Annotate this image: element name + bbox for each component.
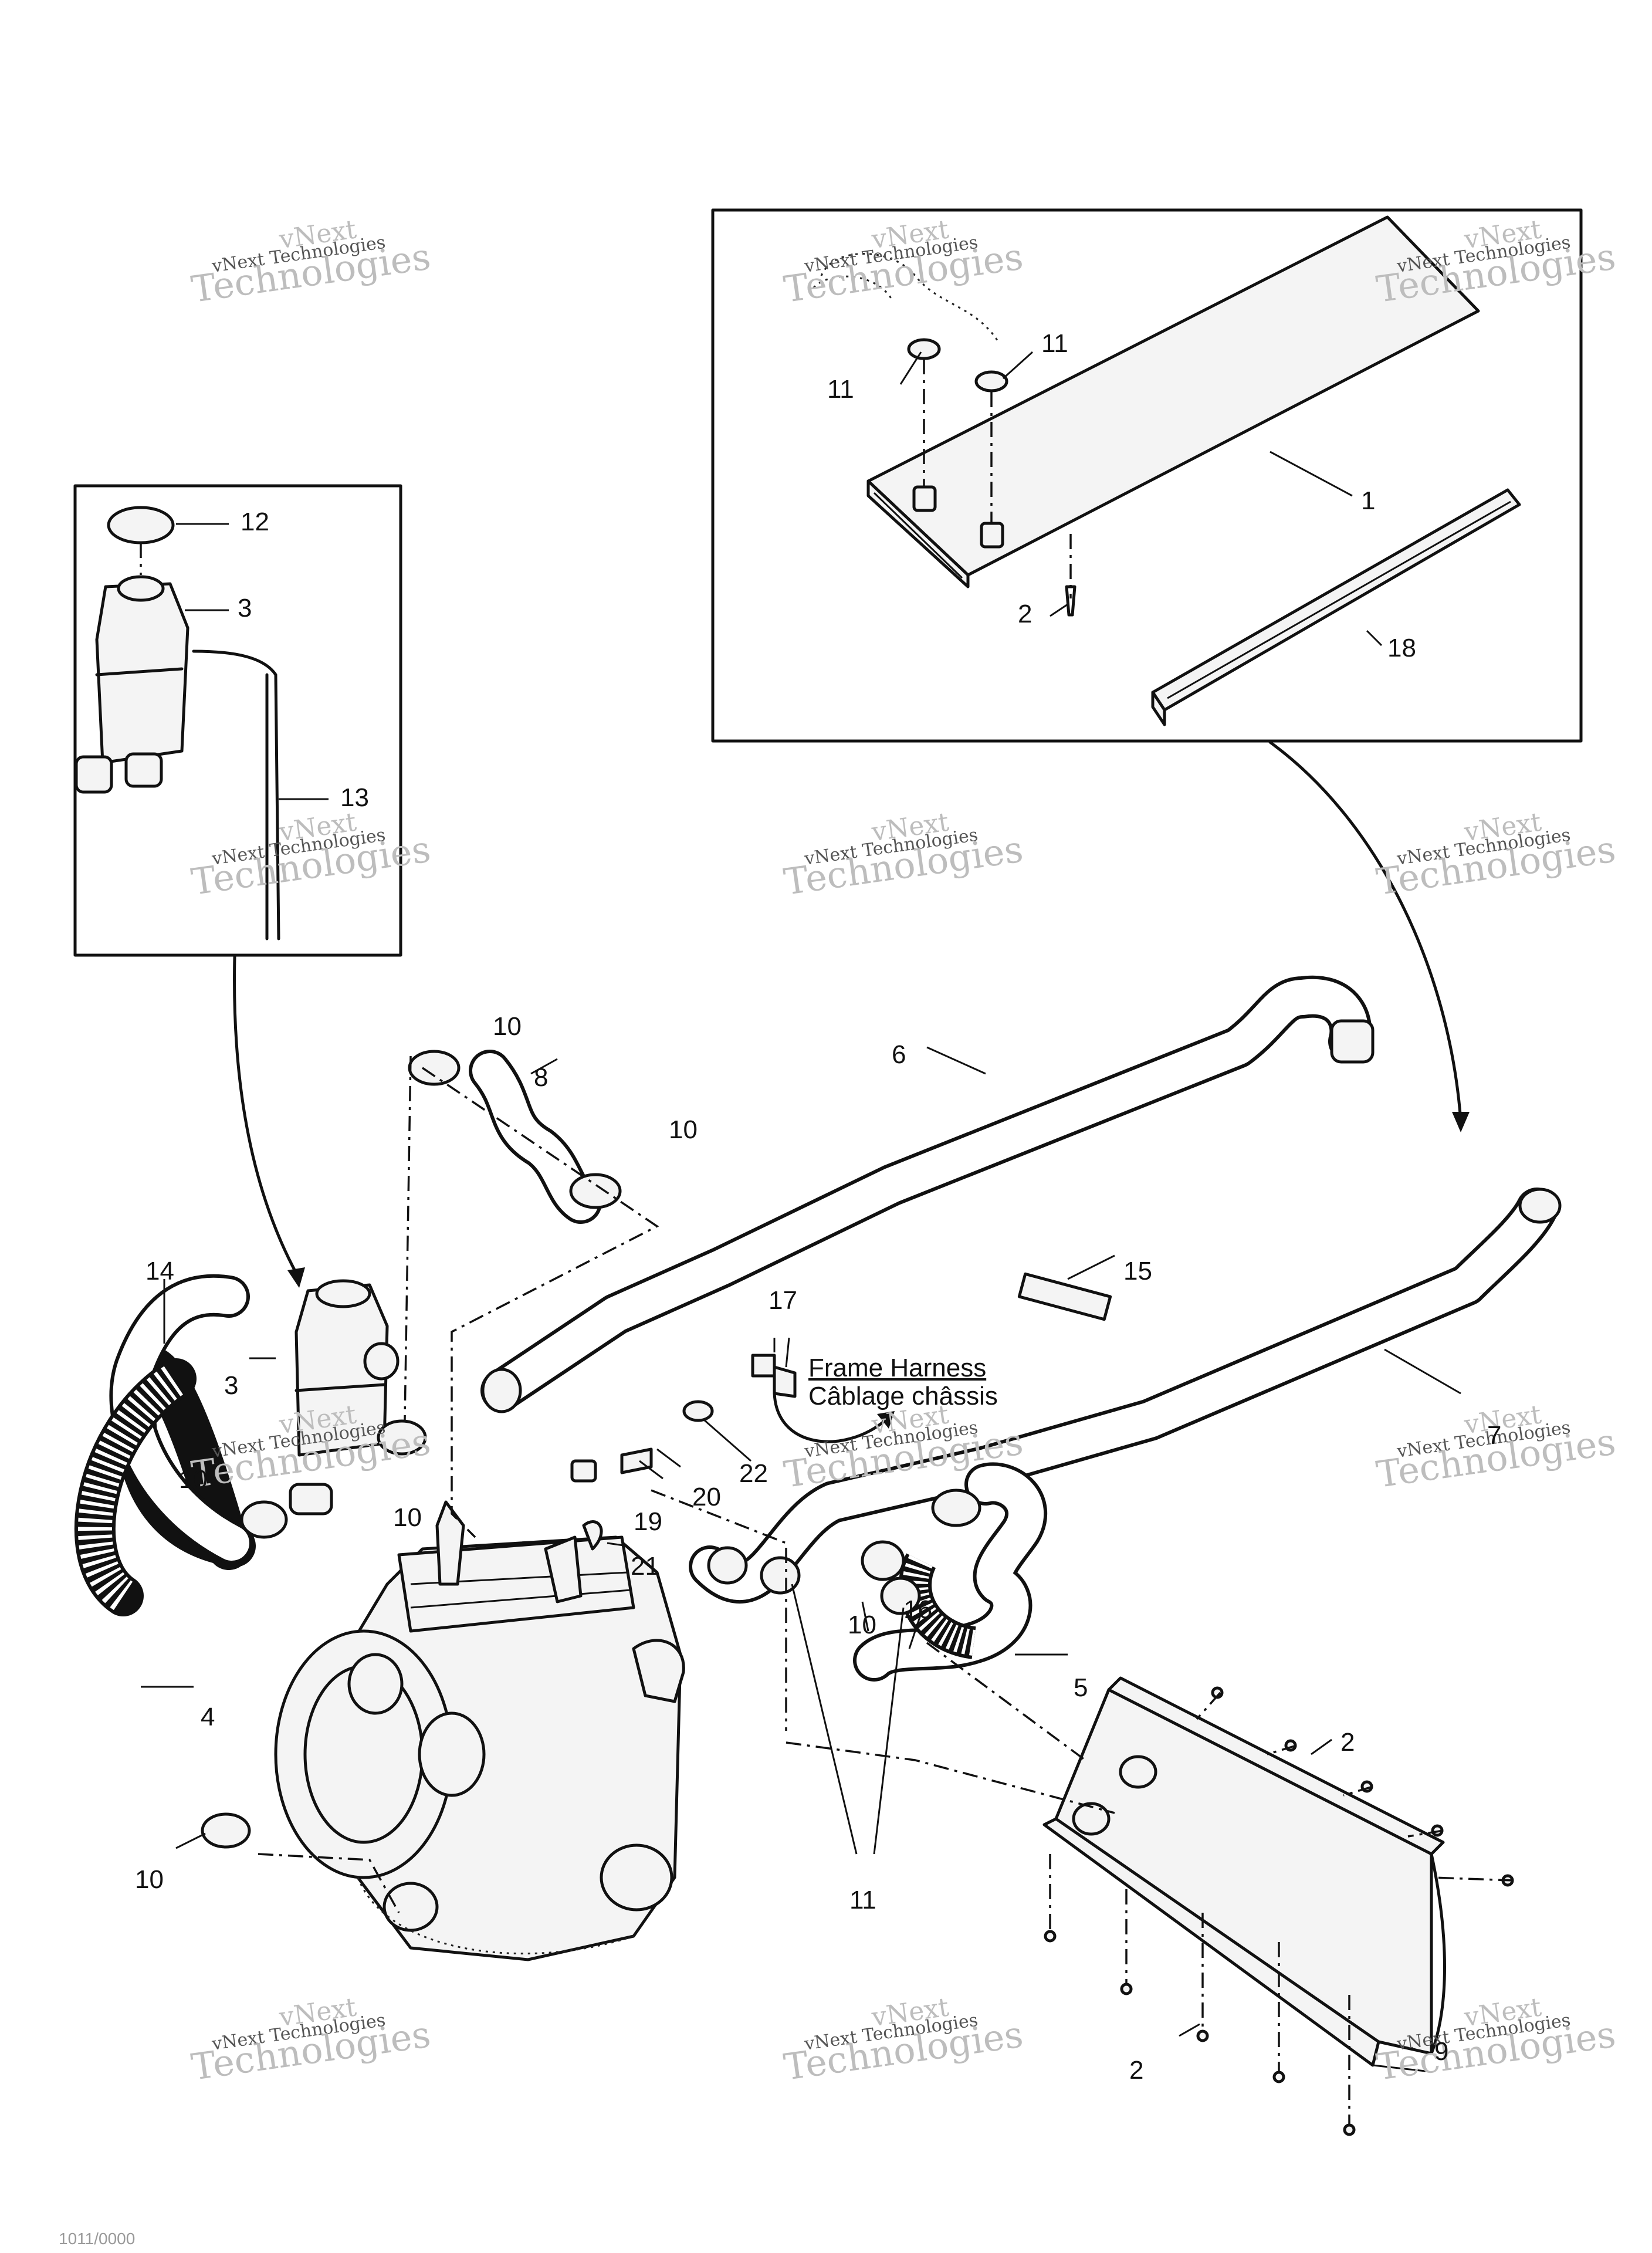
frame-harness-french: Câblage châssis	[808, 1381, 998, 1410]
frame-harness-english: Frame Harness	[808, 1354, 987, 1382]
radiator-bracket	[1042, 1676, 1446, 2067]
engine	[274, 1500, 685, 1961]
callout-10: 10	[848, 1611, 876, 1639]
callout-19: 19	[634, 1507, 662, 1536]
callout-4: 4	[201, 1703, 215, 1731]
callout-2: 2	[1340, 1728, 1355, 1757]
cooler-inset-frame	[711, 208, 1583, 743]
callout-22: 22	[739, 1459, 768, 1488]
callout-3: 3	[238, 594, 252, 623]
callout-20: 20	[692, 1483, 721, 1511]
coolant-reservoir-detail	[75, 506, 280, 941]
callout-6: 6	[892, 1040, 906, 1069]
spring-hose-16	[899, 1489, 981, 1659]
footer-code: 1011/0000	[59, 2230, 136, 2248]
callout-10: 10	[493, 1012, 522, 1041]
coolant-reservoir	[289, 1279, 400, 1515]
hose-7	[689, 1188, 1562, 1604]
callout-8: 8	[534, 1063, 549, 1092]
callout-3: 3	[224, 1371, 239, 1400]
hose-6	[480, 975, 1375, 1413]
o-rings	[760, 1556, 921, 1615]
callout-5: 5	[1074, 1673, 1088, 1702]
sensor-connectors	[570, 1354, 895, 1551]
callout-11: 11	[1041, 329, 1068, 358]
callout-10: 10	[135, 1865, 164, 1894]
callout-16: 16	[903, 1595, 932, 1624]
callout-13: 13	[340, 783, 369, 812]
rail-strip	[1151, 488, 1521, 726]
callout-10: 10	[669, 1115, 698, 1144]
callout-2: 2	[1018, 600, 1032, 628]
callout-10: 10	[393, 1503, 422, 1532]
foam-block	[1017, 1272, 1112, 1321]
callout-12: 12	[241, 508, 269, 536]
callout-7: 7	[1487, 1421, 1502, 1450]
callout-17: 17	[769, 1286, 797, 1315]
reservoir-inset-frame	[73, 484, 402, 957]
callout-14: 14	[145, 1257, 174, 1286]
callout-2: 2	[1129, 2056, 1144, 2085]
callout-21: 21	[631, 1552, 659, 1581]
callout-11: 11	[827, 375, 854, 404]
corrugated-hose-14	[75, 1358, 197, 1616]
callout-18: 18	[1387, 634, 1416, 662]
callout-10: 10	[179, 1465, 208, 1494]
callout-9: 9	[1434, 2037, 1449, 2066]
hose-clamps	[201, 1050, 905, 1849]
callout-11: 11	[849, 1886, 876, 1914]
callout-15: 15	[1123, 1257, 1152, 1286]
frame-harness-label: Frame Harness Câblage châssis	[808, 1354, 998, 1410]
mounting-bolts	[1044, 1686, 1514, 2136]
callout-1: 1	[1361, 486, 1376, 515]
heat-exchanger-plate	[808, 215, 1480, 617]
